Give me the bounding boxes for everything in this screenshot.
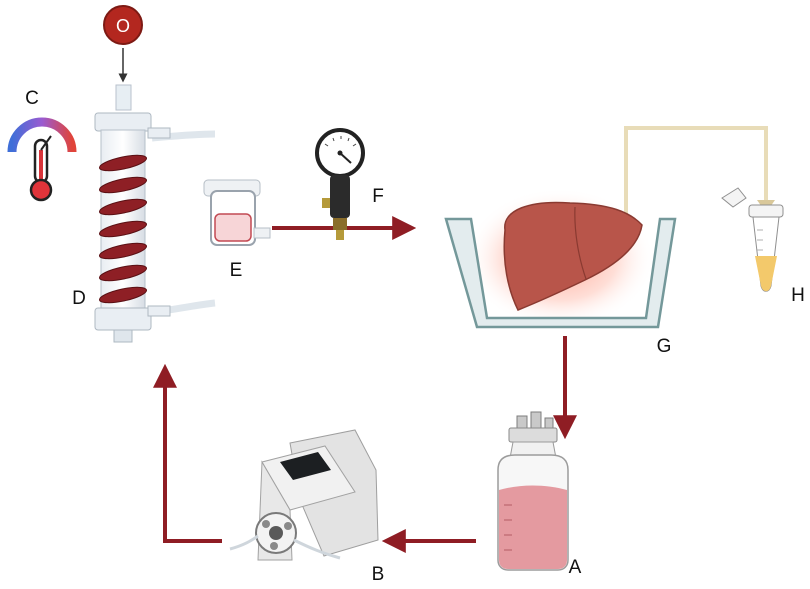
label-h: H xyxy=(791,285,805,306)
liver-icon xyxy=(503,201,643,311)
oxygen-label: O xyxy=(116,16,130,36)
label-a: A xyxy=(569,557,582,578)
oxygen-badge-icon: O xyxy=(103,5,143,83)
arrow-b-to-d xyxy=(153,363,222,543)
label-b: B xyxy=(372,564,385,585)
reservoir-bag-icon xyxy=(203,179,271,246)
peristaltic-pump-icon xyxy=(229,429,379,561)
component-labels: C D E F G H A B xyxy=(25,88,805,585)
oxygenator-column-icon xyxy=(94,84,216,343)
label-d: D xyxy=(72,288,86,309)
collection-tube-icon xyxy=(721,187,784,292)
pressure-gauge-icon xyxy=(315,128,365,240)
label-e: E xyxy=(230,260,243,281)
label-c: C xyxy=(25,88,39,109)
thermometer-icon xyxy=(7,117,77,202)
label-g: G xyxy=(657,336,672,357)
label-f: F xyxy=(372,186,384,207)
perfusate-bottle-icon xyxy=(497,411,569,571)
